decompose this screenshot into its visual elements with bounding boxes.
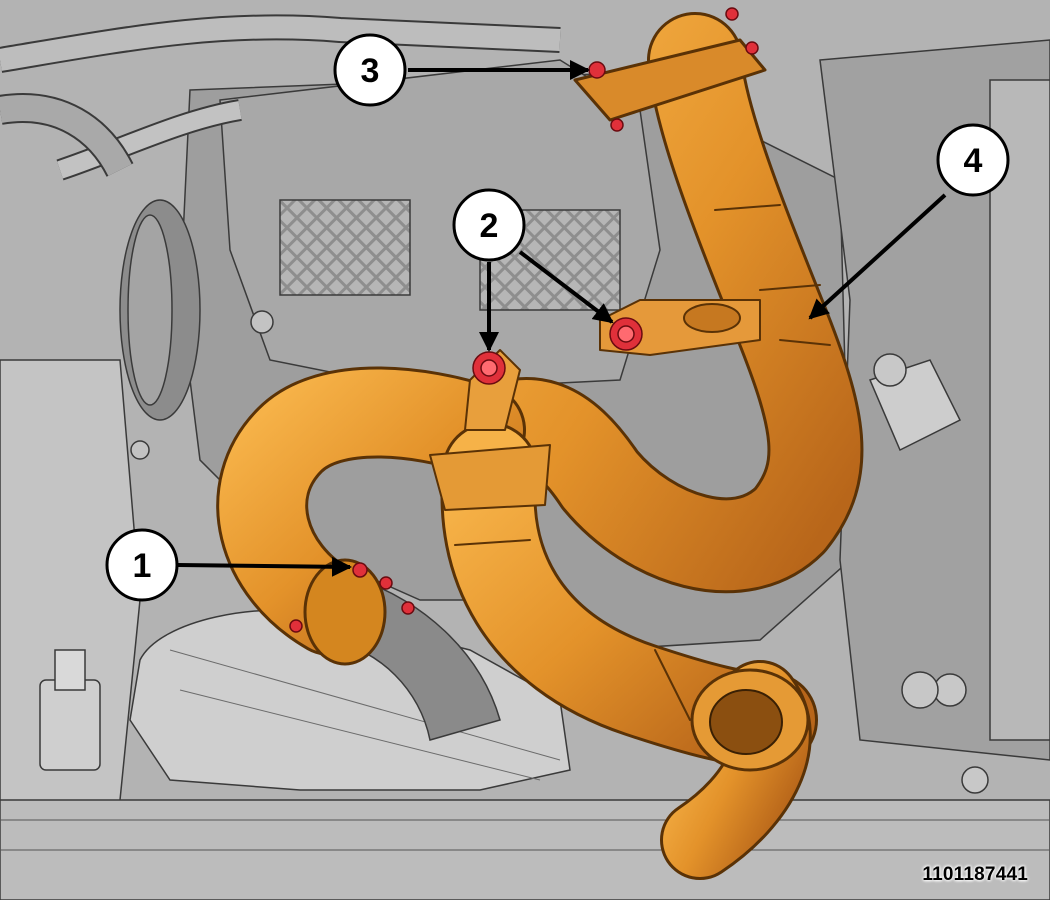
callout-2: 2 <box>452 188 526 262</box>
callout-1-arrow <box>177 556 352 577</box>
callout-4-arrow <box>808 193 947 320</box>
fastener-3-nut <box>588 61 606 79</box>
callout-2-label: 2 <box>480 207 499 245</box>
fasteners <box>289 7 759 633</box>
callout-arrows <box>177 60 947 577</box>
callout-1: 1 <box>105 528 179 602</box>
callout-4-label: 4 <box>964 142 983 180</box>
callout-3-label: 3 <box>361 52 380 90</box>
callout-4: 4 <box>936 123 1010 197</box>
callout-1-label: 1 <box>133 547 152 585</box>
callout-3: 3 <box>333 33 407 107</box>
fastener-1-nut <box>352 562 368 578</box>
figure-id: 1101187441 <box>922 864 1028 885</box>
callout-2-arrow-right <box>518 250 614 324</box>
